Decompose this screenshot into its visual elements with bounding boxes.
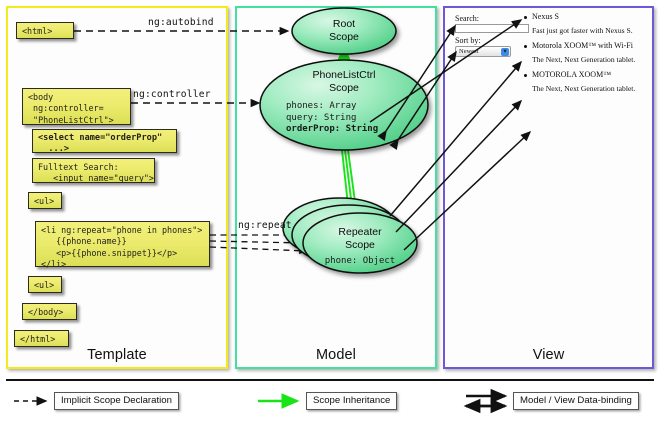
legend-item-model-view-data-binding: Model / View Data-binding xyxy=(513,392,639,410)
search-input[interactable] xyxy=(455,24,529,33)
phone-list: Nexus S Fast just got faster with Nexus … xyxy=(523,12,649,100)
list-item[interactable]: MOTOROLA XOOM™ The Next, Next Generation… xyxy=(523,70,649,93)
sort-by-selected-value: Newest xyxy=(459,48,479,55)
search-label: Search: xyxy=(455,14,479,23)
sort-by-label: Sort by: xyxy=(455,36,481,45)
sort-by-select[interactable]: Newest ▾ xyxy=(455,46,511,57)
code-box-html-close[interactable]: </html> xyxy=(14,330,69,347)
phone-snippet: The Next, Next Generation tablet. xyxy=(532,54,636,64)
list-item[interactable]: Nexus S Fast just got faster with Nexus … xyxy=(523,12,649,35)
column-label-model: Model xyxy=(316,347,356,363)
list-item[interactable]: Motorola XOOM™ with Wi-Fi The Next, Next… xyxy=(523,41,649,64)
code-box-html-open[interactable]: <html> xyxy=(16,22,74,39)
view-form: Search: Sort by: Newest ▾ xyxy=(455,14,533,57)
code-box-fulltext-search[interactable]: Fulltext Search: <input name="query"> xyxy=(32,158,155,183)
chevron-down-icon: ▾ xyxy=(501,48,509,56)
code-box-li-ngrepeat[interactable]: <li ng:repeat="phone in phones"> {{phone… xyxy=(35,221,210,269)
edge-label-ng-repeat: ng:repeat xyxy=(238,220,292,231)
phone-name: MOTOROLA XOOM™ xyxy=(523,70,649,80)
phone-snippet: The Next, Next Generation tablet. xyxy=(532,84,636,93)
code-box-body-controller[interactable]: <body ng:controller= "PhoneListCtrl"> xyxy=(22,88,131,125)
edge-label-ng-controller: ng:controller xyxy=(133,89,211,100)
edge-label-ng-autobind: ng:autobind xyxy=(148,17,214,28)
column-label-view: View xyxy=(532,347,565,363)
code-box-select-orderprop[interactable]: <select name="orderProp" ...> xyxy=(32,129,177,154)
legend-item-scope-inheritance: Scope Inheritance xyxy=(306,392,398,410)
phone-snippet: Fast just got faster with Nexus S. xyxy=(532,25,633,35)
phone-name: Motorola XOOM™ with Wi-Fi xyxy=(523,41,649,51)
legend-divider xyxy=(6,379,654,381)
code-box-ul-close[interactable]: <ul> xyxy=(28,276,62,293)
code-box-body-close[interactable]: </body> xyxy=(22,303,77,320)
legend-item-implicit-scope-declaration: Implicit Scope Declaration xyxy=(54,392,179,410)
code-box-ul-open[interactable]: <ul> xyxy=(28,192,62,209)
phone-name: Nexus S xyxy=(523,12,649,22)
column-label-template: Template xyxy=(87,347,147,363)
column-model: Model xyxy=(235,6,437,369)
